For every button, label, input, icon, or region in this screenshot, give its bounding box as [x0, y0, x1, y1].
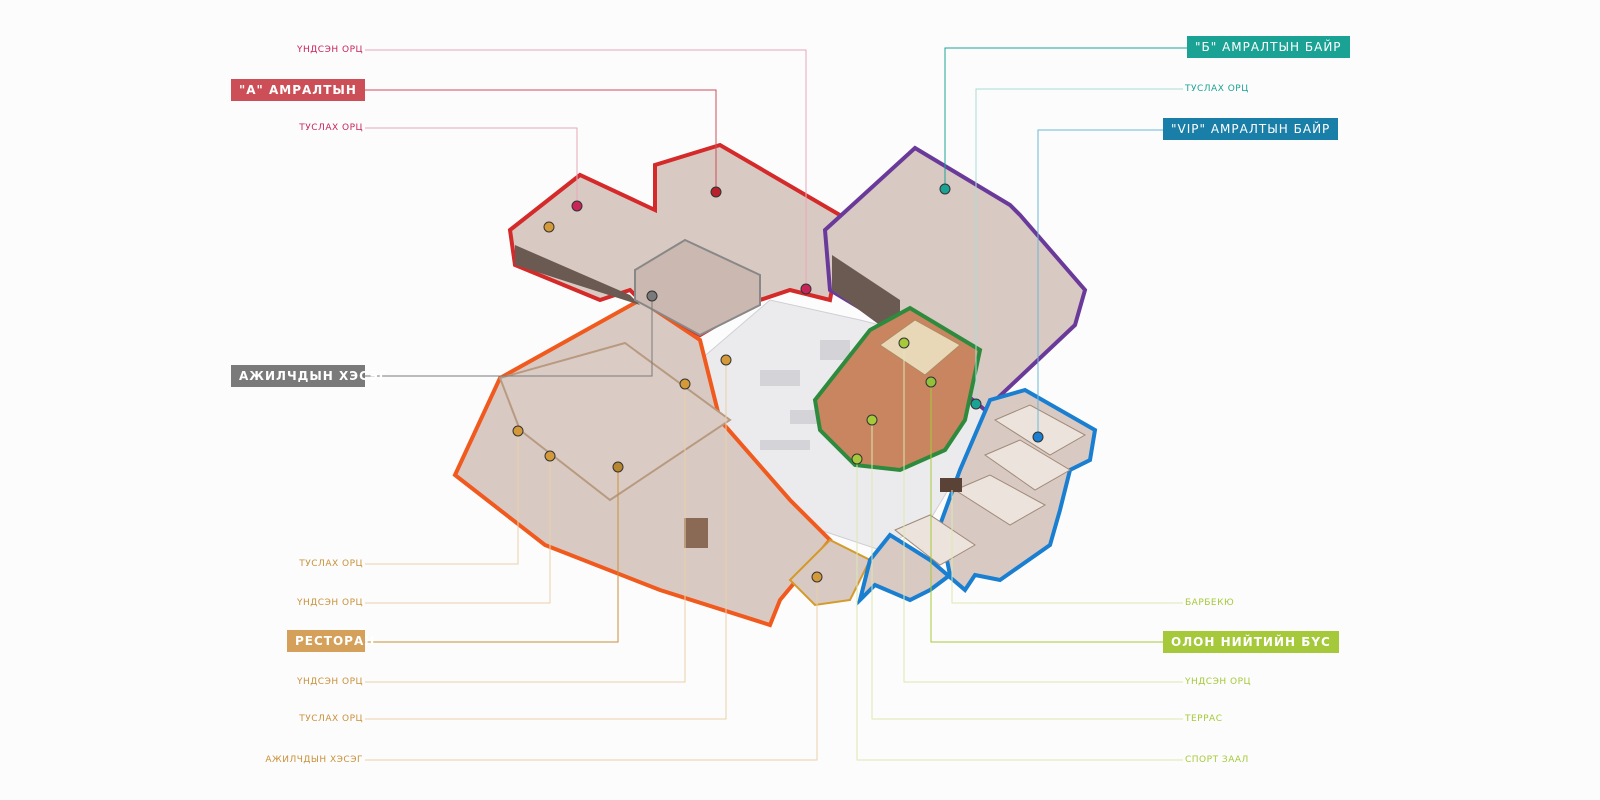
leader-rest-side-1: [365, 431, 519, 565]
public-title: ОЛОН НИЙТИЙН БҮС: [1163, 631, 1339, 653]
zone-a-title: "А" АМРАЛТЫН: [231, 79, 365, 101]
leader-sports: [856, 459, 1183, 761]
zone-b-title: "Б" АМРАЛТЫН БАЙР: [1187, 36, 1350, 58]
marker-rest-main-1: [544, 450, 556, 462]
marker-sports: [851, 453, 863, 465]
restaurant-staff-wing: [788, 538, 872, 607]
marker-rest-staff: [811, 571, 823, 583]
label-zone-a-main-entrance: ҮНДСЭН ОРЦ: [297, 45, 363, 55]
zone-b-wall: [832, 255, 900, 340]
label-zone-a-side-entrance: ТУСЛАХ ОРЦ: [299, 123, 363, 133]
leader-barbecue: [951, 490, 1183, 604]
zone-a-wall: [515, 245, 640, 305]
leader-terrace: [871, 420, 1183, 720]
leader-zone-a-main: [365, 49, 807, 289]
terrace-pergola: [879, 319, 961, 376]
marker-staff: [646, 290, 658, 302]
label-public-main-entrance: ҮНДСЭН ОРЦ: [1185, 677, 1251, 687]
label-rest-main-entrance-2: ҮНДСЭН ОРЦ: [297, 677, 363, 687]
marker-rest-side-1: [512, 425, 524, 437]
restaurant-roof-upper: [498, 341, 732, 502]
restaurant-title: РЕСТОРАН: [287, 630, 374, 652]
leader-zone-b: [944, 47, 1187, 189]
marker-a-service: [543, 221, 555, 233]
vip-units: [894, 404, 1087, 566]
label-barbecue: БАРБЕКЮ: [1185, 598, 1235, 608]
marker-zone-a-side: [571, 200, 583, 212]
label-sports-hall: СПОРТ ЗААЛ: [1185, 755, 1249, 765]
leader-vip: [1037, 129, 1163, 437]
marker-zone-a-main: [800, 283, 812, 295]
marker-vip: [1032, 431, 1044, 443]
leader-restaurant: [365, 467, 619, 643]
label-rest-main-entrance-1: ҮНДСЭН ОРЦ: [297, 598, 363, 608]
leader-rest-side-2: [365, 360, 727, 720]
staff-title: АЖИЛЧДЫН ХЭСЭГ: [231, 365, 386, 387]
marker-zone-b: [939, 183, 951, 195]
leader-staff: [365, 296, 653, 377]
label-terrace: ТЕРРАС: [1185, 714, 1223, 724]
staff-block: [634, 238, 761, 337]
label-rest-staff-area: АЖИЛЧДЫН ХЭСЭГ: [265, 755, 363, 765]
marker-public-main: [898, 337, 910, 349]
marker-zone-a: [710, 186, 722, 198]
marker-terrace: [866, 414, 878, 426]
leader-public-main: [903, 343, 1183, 683]
leader-rest-main-1: [365, 456, 551, 604]
leader-rest-staff: [365, 577, 818, 761]
leader-zone-b-side: [975, 88, 1183, 404]
marker-restaurant: [612, 461, 624, 473]
marker-public: [925, 376, 937, 388]
barbecue-grill: [940, 478, 962, 492]
marker-rest-main-2: [679, 378, 691, 390]
leader-public: [930, 382, 1163, 643]
leader-rest-main-2: [365, 384, 686, 683]
label-rest-side-entrance-1: ТУСЛАХ ОРЦ: [299, 559, 363, 569]
vip-title: "VIP" АМРАЛТЫН БАЙР: [1163, 118, 1339, 140]
chimney: [684, 518, 708, 548]
marker-zone-b-side: [970, 398, 982, 410]
marker-rest-side-2: [720, 354, 732, 366]
leader-zone-a-side: [365, 127, 578, 206]
leader-zone-a: [365, 89, 717, 192]
label-zone-b-side-entrance: ТУСЛАХ ОРЦ: [1185, 84, 1249, 94]
label-rest-side-entrance-2: ТУСЛАХ ОРЦ: [299, 714, 363, 724]
